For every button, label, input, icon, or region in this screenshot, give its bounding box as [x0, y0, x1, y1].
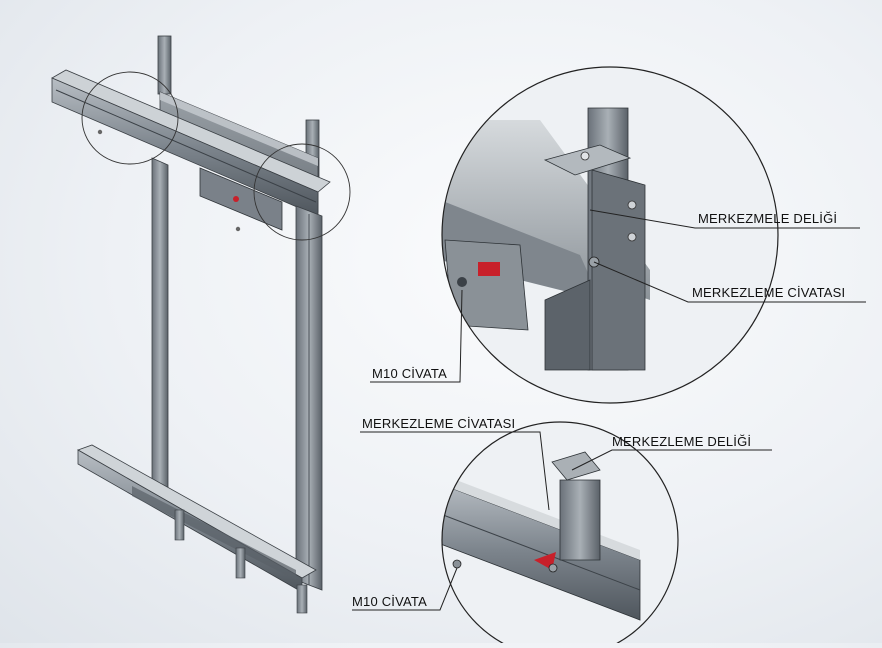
- red-marker-icon: [233, 196, 239, 202]
- m10-bolt-icon: [452, 559, 462, 569]
- bottom-detail: [441, 421, 679, 648]
- bottom-detail-outline: [441, 421, 679, 648]
- leader-bottom-m10: [352, 567, 458, 611]
- label-top-bolt: MERKEZLEME CİVATASI: [692, 285, 846, 300]
- leader-top-bolt: [593, 261, 866, 303]
- detail-circle-right: [253, 143, 351, 241]
- red-tab-icon: [478, 262, 500, 276]
- main-frame: [51, 35, 351, 614]
- leader-lines: [352, 209, 866, 611]
- bottom-bracket-3: [296, 584, 308, 614]
- label-top-m10: M10 CİVATA: [372, 366, 447, 381]
- top-bracket-left: [157, 35, 172, 95]
- detail-circle-left: [81, 71, 179, 165]
- bottom-sill: [77, 444, 317, 579]
- label-bottom-m10: M10 CİVATA: [352, 594, 427, 609]
- leader-bottom-hole: [571, 449, 772, 471]
- leader-bottom-bolt: [360, 431, 550, 511]
- left-post: [151, 157, 169, 511]
- label-top-hole: MERKEZMELE DELİĞİ: [698, 211, 838, 226]
- label-bottom-bolt: MERKEZLEME CİVATASI: [362, 416, 516, 431]
- top-detail: [441, 66, 779, 404]
- top-detail-outline: [441, 66, 779, 404]
- leader-top-m10: [370, 289, 463, 383]
- label-bottom-hole: MERKEZLEME DELİĞİ: [612, 434, 752, 449]
- bottom-bracket-2: [235, 547, 246, 579]
- leader-top-hole: [589, 209, 860, 229]
- operator-block: [199, 167, 283, 231]
- bottom-bracket-1: [174, 509, 185, 541]
